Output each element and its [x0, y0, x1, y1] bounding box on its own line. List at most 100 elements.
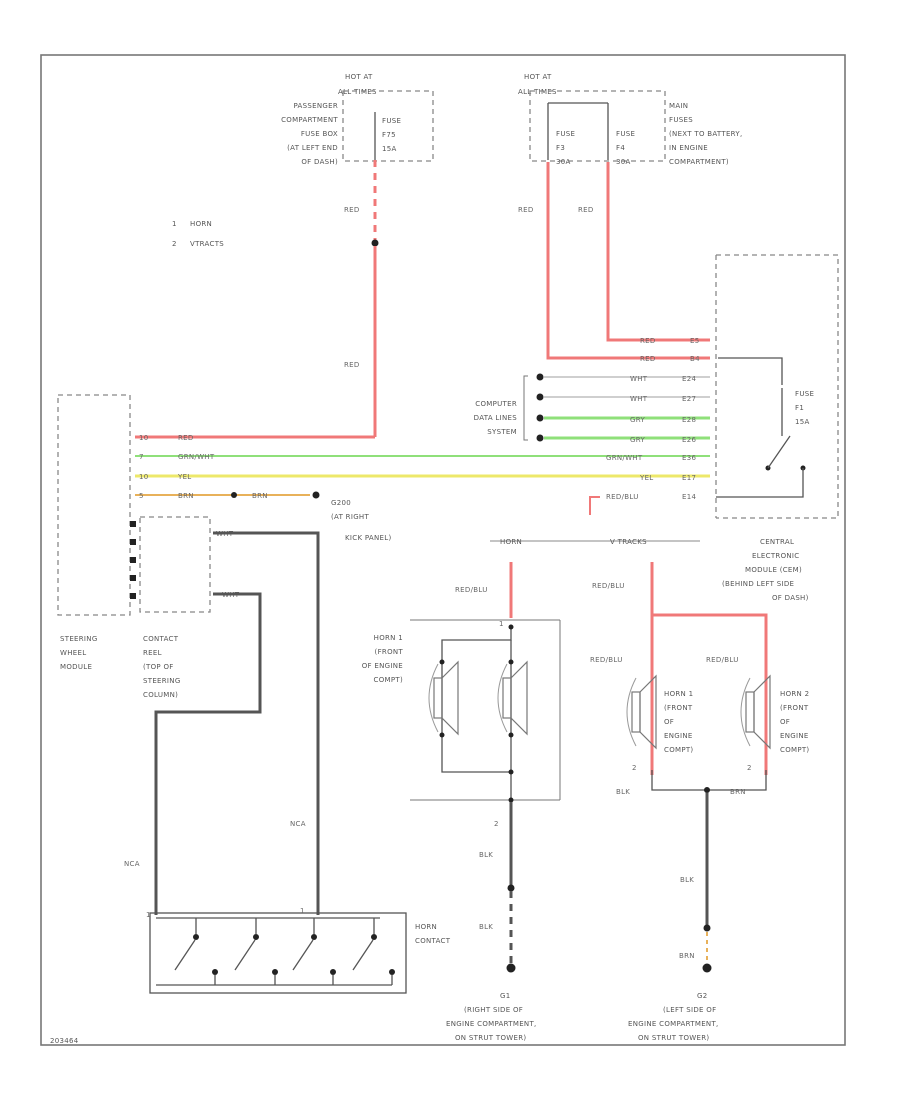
horn1-label-1: HORN 1	[664, 690, 693, 698]
left-box-label-1: PASSENGER	[293, 102, 338, 110]
cem-outline	[716, 254, 839, 519]
cem-label-4: (BEHIND LEFT SIDE	[722, 580, 794, 588]
figure-code: 203464	[50, 1037, 79, 1045]
horn-speaker-icon	[740, 674, 771, 750]
g1-label-4: ON STRUT TOWER)	[455, 1034, 526, 1042]
brn-label-pair: BRN	[730, 788, 746, 796]
data-line-pin-3: E26	[682, 436, 696, 444]
swm-pin-0: 10	[139, 434, 149, 442]
red-wires-from-fuses: RED RED RED RED	[135, 160, 710, 439]
legend-text-2: VTRACTS	[190, 240, 224, 248]
data-lines-bracket	[523, 375, 528, 441]
horn1-label-2: (FRONT	[664, 704, 693, 712]
right-hot-at-1: HOT AT	[524, 73, 552, 81]
ground-junction	[704, 787, 710, 793]
right-fuse1-label-1: FUSE	[556, 130, 575, 138]
reel-wire-top-path	[213, 531, 320, 915]
swm-label-1: STEERING	[60, 635, 98, 643]
swm-wire-1: GRN/WHT	[178, 453, 215, 461]
legend-num-1: 1	[172, 220, 177, 228]
data-line-pin-0: E24	[682, 375, 696, 383]
data-line-pin-2: E28	[682, 416, 696, 424]
horn2-label-5: COMPT)	[780, 746, 809, 754]
swm-outline	[57, 394, 131, 616]
data-line-dot	[536, 393, 544, 401]
horn-contact-label-2: CONTACT	[415, 937, 451, 945]
swm-label-3: MODULE	[60, 663, 92, 671]
red-wire-fuse-f3	[546, 162, 710, 360]
reel-label-2: REEL	[143, 649, 162, 657]
red-blu-stub	[589, 496, 600, 515]
diagram-frame	[40, 54, 846, 1046]
cem-row-3-wire: YEL	[639, 474, 654, 482]
left-hot-at-2: ALL TIMES	[338, 88, 377, 96]
swm-wire-0: RED	[178, 434, 194, 442]
legend-text-1: HORN	[190, 220, 212, 228]
right-box-label-1: MAIN	[669, 102, 688, 110]
left-box-label-2: COMPARTMENT	[281, 116, 338, 124]
red-wire-label-1: RED	[344, 206, 360, 214]
blk-label-2: BLK	[479, 923, 493, 931]
left-fuse-label-2: F75	[382, 131, 396, 139]
option-left: HORN	[500, 538, 522, 546]
single-horn-pin-top: 1	[499, 620, 504, 628]
horn-speaker-icon	[497, 660, 528, 736]
g1-ground	[506, 963, 516, 973]
brn-label-pair-2: BRN	[679, 952, 695, 960]
right-hot-at-2: ALL TIMES	[518, 88, 557, 96]
reel-label-3: (TOP OF	[143, 663, 174, 671]
main-fuse-box: HOT AT ALL TIMES FUSE F3 30A FUSE F4 30A…	[518, 73, 743, 166]
data-line-dot	[536, 373, 544, 381]
right-fuse1-label-2: F3	[556, 144, 565, 152]
cem-internal-feed	[718, 357, 783, 385]
horn1-label-5: COMPT)	[664, 746, 693, 754]
data-lines-label-3: SYSTEM	[487, 428, 517, 436]
horn-speaker-icon	[626, 674, 657, 750]
horn2-label-1: HORN 2	[780, 690, 809, 698]
data-line-dot	[536, 414, 544, 422]
red-blu-label-horn1: RED/BLU	[590, 656, 623, 664]
left-fuse-label-1: FUSE	[382, 117, 401, 125]
blk-label-pair: BLK	[616, 788, 630, 796]
blk-label-1: BLK	[479, 851, 493, 859]
data-line-wire-3: GRY	[630, 436, 645, 444]
left-box-label-4: (AT LEFT END	[287, 144, 338, 152]
left-fuse-box-outline	[342, 90, 434, 162]
nca-label-left: NCA	[124, 860, 140, 868]
reel-label-5: COLUMN)	[143, 691, 178, 699]
horn2-label-3: OF	[780, 718, 790, 726]
right-box-label-3: (NEXT TO BATTERY,	[669, 130, 743, 138]
cem-fuse-label-2: F1	[795, 404, 804, 412]
single-horn-label-2: (FRONT	[375, 648, 404, 656]
g2-ground	[702, 963, 712, 973]
red-wire-label-3: RED	[518, 206, 534, 214]
g200-label-2: (AT RIGHT	[331, 513, 369, 521]
cem-switch-blade	[767, 435, 791, 469]
reel-label-4: STEERING	[143, 677, 181, 685]
g1-label-3: ENGINE COMPARTMENT,	[446, 1020, 537, 1028]
cem-label-1: CENTRAL	[760, 538, 794, 546]
horn-contact: 1 1 HORN CONTACT	[146, 907, 451, 994]
swm-connector-pin	[130, 593, 136, 599]
g200-ground-dot	[312, 491, 320, 499]
horn1-label-4: ENGINE	[664, 732, 693, 740]
red-wire-label-2: RED	[344, 361, 360, 369]
data-line-wire-2: GRY	[630, 416, 645, 424]
cem-row-0-pin: E5	[690, 337, 699, 345]
data-lines-label-1: COMPUTER	[475, 400, 517, 408]
data-line-dot	[536, 434, 544, 442]
swm-connector-pin	[130, 575, 136, 581]
legend: 1 HORN 2 VTRACTS	[172, 220, 224, 248]
right-fuse2-label-3: 30A	[616, 158, 631, 166]
central-electronic-module: CENTRAL ELECTRONIC MODULE (CEM) (BEHIND …	[640, 254, 839, 602]
red-blu-label-horn2: RED/BLU	[706, 656, 739, 664]
cem-switch-output	[716, 468, 804, 498]
swm-wire-2: YEL	[177, 473, 192, 481]
cem-row-4-wire: RED/BLU	[606, 493, 639, 501]
horn-contact-outline	[149, 912, 407, 994]
data-lines-label-2: DATA LINES	[474, 414, 518, 422]
horn2-label-2: (FRONT	[780, 704, 809, 712]
connector-dot	[371, 239, 379, 247]
brn-wire-label: BRN	[252, 492, 268, 500]
cem-row-1-wire: RED	[640, 355, 656, 363]
